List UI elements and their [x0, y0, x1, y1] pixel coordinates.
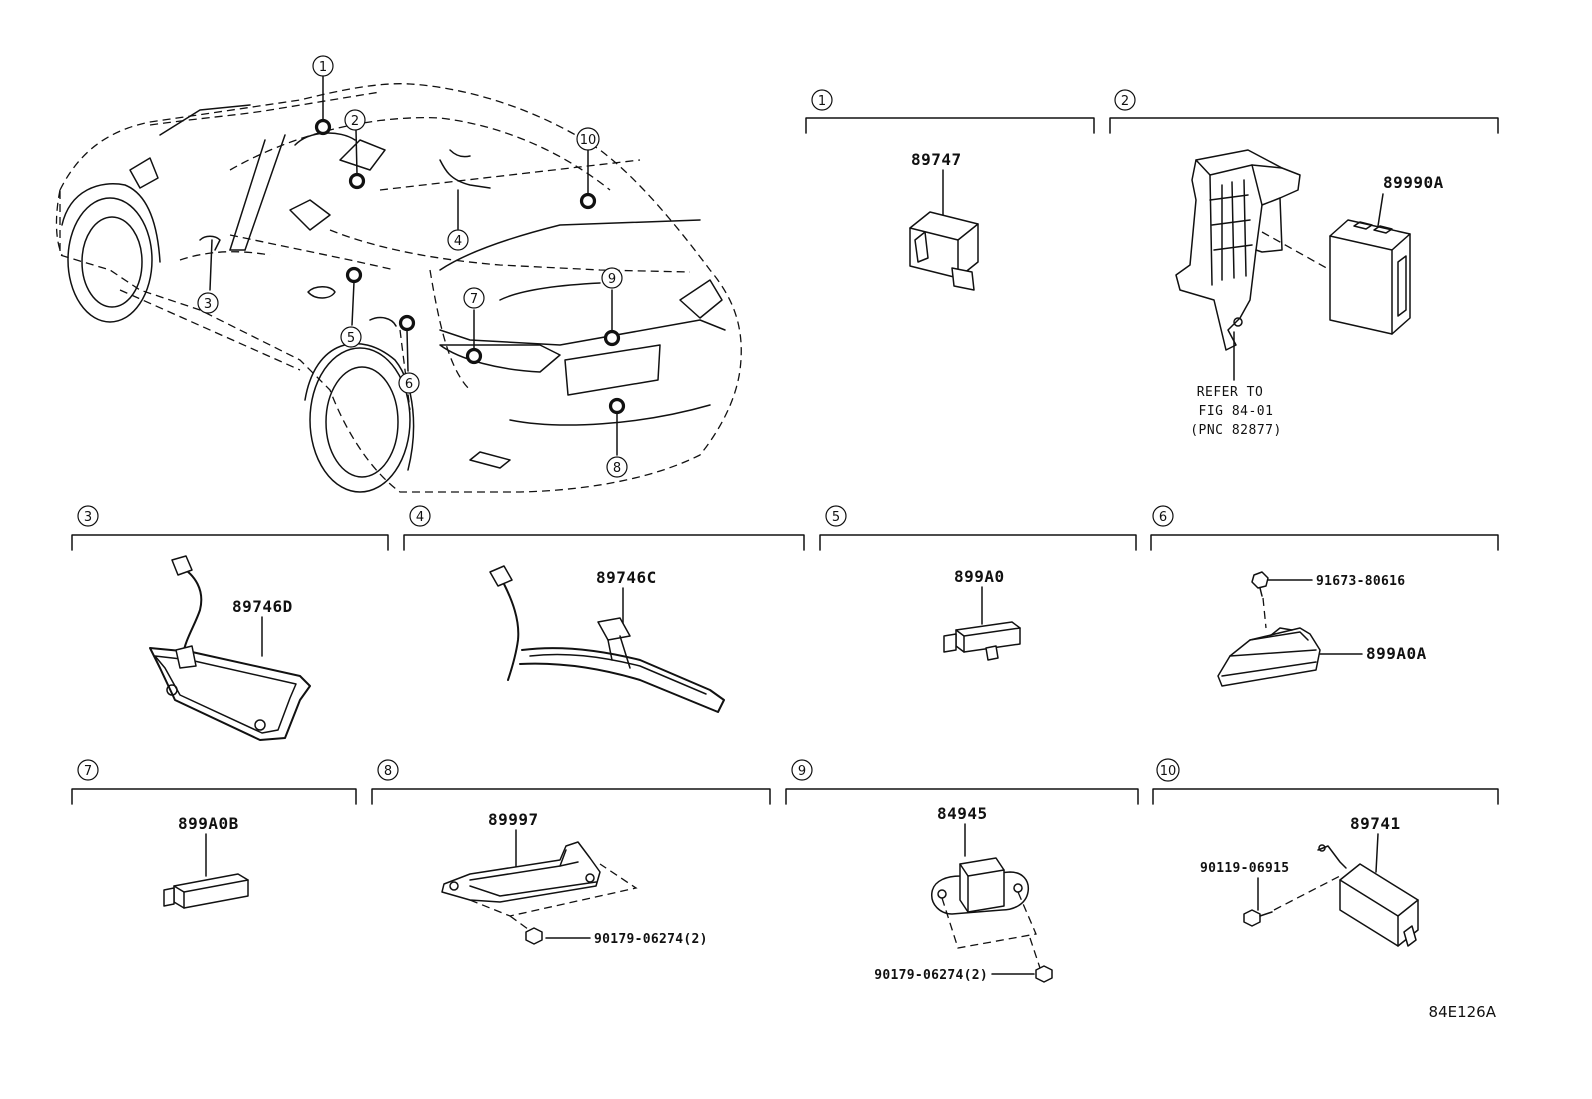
bracket-drawing	[1175, 149, 1301, 351]
panel-callout: 3	[84, 510, 92, 525]
svg-text:8: 8	[613, 461, 621, 476]
panel-callout: 8	[384, 764, 392, 779]
car-overview: 1 2 3 4 5 6 7 8	[55, 55, 742, 493]
location-marker	[314, 118, 332, 136]
nut-90179-06274-drawing	[1035, 965, 1053, 983]
panel-7: 7 899A0B	[71, 759, 357, 909]
part-number-label: 89746D	[232, 597, 293, 616]
location-marker	[348, 172, 366, 190]
refer-note-line: (PNC 82877)	[1190, 423, 1282, 438]
car-callout-9: 9	[601, 267, 623, 289]
panel-8: 8 89997 90179-06274(2)	[371, 759, 771, 947]
svg-text:9: 9	[608, 272, 616, 287]
car-callout-1: 1	[312, 55, 334, 77]
panel-2: 2 89990A REFER T	[1109, 89, 1499, 438]
car-callout-6: 6	[398, 372, 420, 394]
svg-text:6: 6	[405, 377, 413, 392]
screw-91673-80616-drawing	[1251, 571, 1269, 597]
antenna-89997-drawing	[441, 841, 601, 903]
module-89741-drawing	[1317, 844, 1419, 947]
location-marker	[465, 347, 483, 365]
panel-3: 3 89746D	[71, 505, 389, 741]
part-number-label: 899A0B	[178, 814, 239, 833]
module-89747-drawing	[909, 211, 979, 291]
part-number-label: 89741	[1350, 814, 1401, 833]
svg-text:7: 7	[470, 292, 478, 307]
part-number-label: 89997	[488, 810, 539, 829]
ecu-89990A-drawing	[1329, 219, 1411, 335]
panel-callout: 10	[1160, 764, 1177, 779]
part-number-label: 899A0A	[1366, 644, 1427, 663]
switch-84945-drawing	[931, 857, 1030, 915]
panel-callout: 1	[818, 94, 826, 109]
part-number-label: 90119-06915	[1200, 861, 1289, 876]
part-number-label: 90179-06274(2)	[874, 968, 988, 983]
harness-89746D-drawing	[149, 555, 311, 741]
svg-text:1: 1	[319, 60, 327, 75]
panel-callout: 7	[84, 764, 92, 779]
car-callout-5: 5	[340, 326, 362, 348]
svg-text:4: 4	[454, 234, 462, 249]
nut-90179-06274-drawing	[525, 927, 543, 945]
location-marker	[603, 329, 621, 347]
svg-text:2: 2	[351, 114, 359, 129]
part-number-label: 899A0	[954, 567, 1005, 586]
location-marker	[579, 192, 597, 210]
car-callout-2: 2	[344, 109, 366, 131]
part-number-label: 91673-80616	[1316, 574, 1405, 589]
screw-90119-06915-drawing	[1243, 909, 1273, 927]
panel-callout: 4	[416, 510, 424, 525]
panel-6: 6 91673-80616 899A0A	[1150, 505, 1499, 687]
panel-5: 5 899A0	[819, 505, 1137, 661]
refer-note-line: FIG 84-01	[1199, 404, 1274, 419]
svg-text:5: 5	[347, 331, 355, 346]
part-number-label: 89747	[911, 150, 962, 169]
car-callout-10: 10	[576, 127, 600, 151]
panel-callout: 2	[1121, 94, 1129, 109]
antenna-899A0A-drawing	[1217, 627, 1321, 687]
car-callout-3: 3	[197, 292, 219, 314]
refer-note-line: REFER TO	[1197, 385, 1264, 400]
part-number-label: 89746C	[596, 568, 657, 587]
car-callout-8: 8	[606, 456, 628, 478]
part-number-label: 90179-06274(2)	[594, 932, 708, 947]
svg-text:10: 10	[580, 133, 597, 148]
panel-9: 9 84945 90179-06274(2)	[785, 759, 1139, 983]
car-callout-4: 4	[447, 229, 469, 251]
panel-10: 10 89741 90119-06915	[1152, 758, 1499, 947]
panel-4: 4 89746C	[403, 505, 805, 713]
svg-text:3: 3	[204, 297, 212, 312]
figure-code: 84E126A	[1429, 1003, 1497, 1021]
location-marker	[608, 397, 626, 415]
location-marker	[398, 314, 416, 332]
part-number-label: 89990A	[1383, 173, 1444, 192]
panel-1: 1 89747	[805, 89, 1095, 291]
location-marker	[345, 266, 363, 284]
panel-callout: 6	[1159, 510, 1167, 525]
antenna-899A0B-drawing	[163, 873, 249, 909]
part-number-label: 84945	[937, 804, 988, 823]
harness-89746C-drawing	[489, 565, 725, 713]
car-callout-7: 7	[463, 287, 485, 309]
panel-callout: 5	[832, 510, 840, 525]
antenna-899A0-drawing	[943, 621, 1021, 661]
panel-callout: 9	[798, 764, 806, 779]
